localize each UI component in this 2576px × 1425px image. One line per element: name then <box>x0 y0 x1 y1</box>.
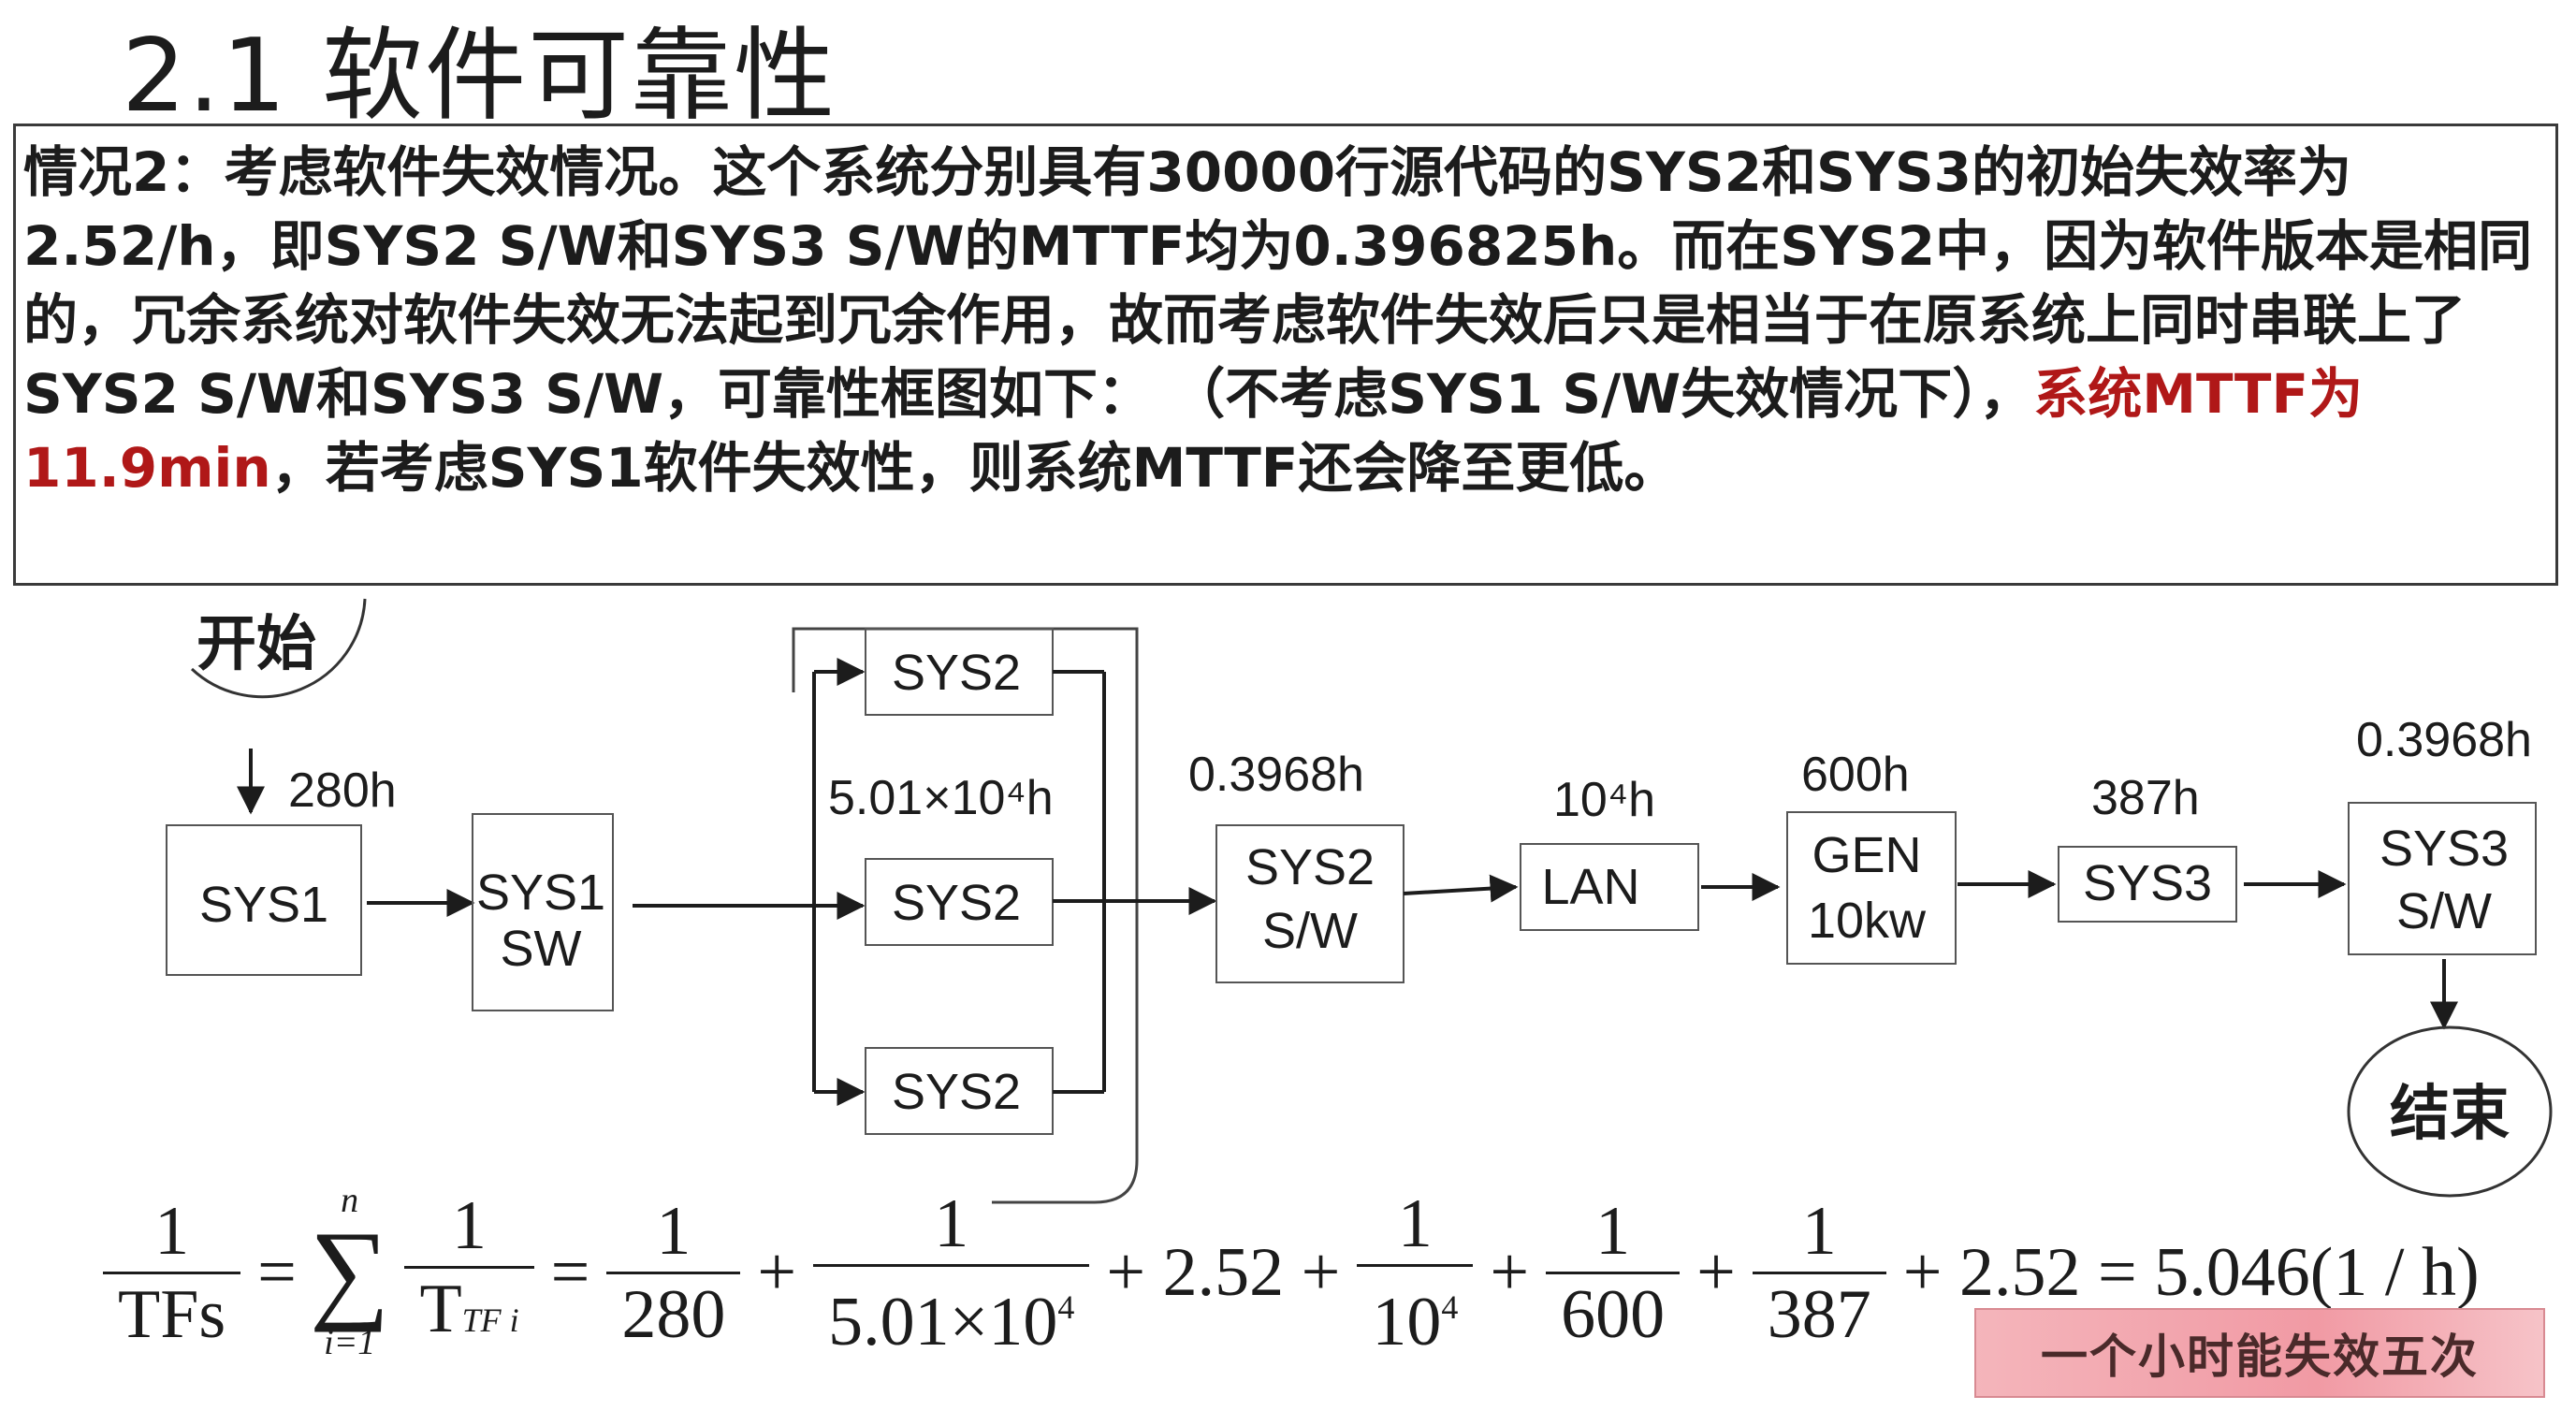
f2-den-base: 5.01×10 <box>828 1283 1058 1360</box>
arrow-to-lan <box>1403 874 1519 903</box>
description-text-end: ，若考虑SYS1软件失效性，则系统MTTF还会降至更低。 <box>270 436 1679 500</box>
gen-block <box>1786 811 1957 965</box>
f5-denominator: 387 <box>1752 1271 1886 1355</box>
sys3sw-mttf: 0.3968h <box>2356 713 2532 767</box>
sys2-mid-label: SYS2 <box>892 875 1021 931</box>
f3-denominator: 104 <box>1357 1263 1474 1362</box>
sys2-mttf: 5.01×10⁴h <box>828 771 1054 825</box>
f2-numerator: 1 <box>934 1185 969 1262</box>
plus-2: + <box>1490 1233 1530 1311</box>
lhs-fraction: 1 TFs <box>103 1191 241 1355</box>
f1-numerator: 1 <box>656 1192 691 1270</box>
sys1-sw-line1: SYS1 <box>476 865 605 921</box>
start-label: 开始 <box>196 610 316 679</box>
fraction-280: 1 280 <box>606 1191 741 1355</box>
sys1-sw-block <box>472 813 614 1011</box>
f2-den-exp: 4 <box>1057 1287 1075 1326</box>
sys3sw-line2: S/W <box>2396 883 2492 939</box>
sys2sw-line1: SYS2 <box>1245 839 1375 895</box>
f2-denominator: 5.01×104 <box>813 1263 1090 1362</box>
lhs-denominator: TFs <box>103 1271 241 1355</box>
gen-line2: 10kw <box>1808 893 1927 949</box>
sys1-sw-line2: SW <box>501 921 582 977</box>
lan-label: LAN <box>1541 859 1639 915</box>
f4-denominator: 600 <box>1546 1271 1681 1355</box>
term-numerator: 1 <box>452 1186 488 1264</box>
page-title: 2.1 软件可靠性 <box>122 18 837 135</box>
sys1-label: SYS1 <box>199 877 328 933</box>
fraction-1e4: 1 104 <box>1357 1184 1474 1362</box>
sigma-symbol: ∑ <box>309 1208 390 1332</box>
sys1-block <box>166 824 362 976</box>
term-denominator: TTF i <box>404 1265 534 1360</box>
sys3sw-line1: SYS3 <box>2380 821 2509 877</box>
sum-upper: n <box>341 1181 359 1220</box>
lan-mttf: 10⁴h <box>1553 773 1655 827</box>
fraction-5e4: 1 5.01×104 <box>813 1184 1090 1362</box>
sys2sw-block <box>1215 824 1404 983</box>
highlighted-mttf: 系统MTTF为11.9min <box>23 362 2364 500</box>
lan-block <box>1520 843 1699 931</box>
sys3-mttf: 387h <box>2091 771 2200 825</box>
sys2sw-line2: S/W <box>1262 903 1358 959</box>
sys3-label: SYS3 <box>2083 855 2212 911</box>
sys2sw-mttf: 0.3968h <box>1188 748 1364 802</box>
f3-den-base: 10 <box>1372 1283 1442 1360</box>
plus-1: + <box>757 1233 797 1311</box>
mttf-formula: 1 TFs = n ∑ i=1 1 TTF i = 1 280 + 1 5.01… <box>94 1160 2487 1385</box>
lhs-numerator: 1 <box>154 1192 190 1270</box>
equals-1: = <box>257 1233 297 1311</box>
f3-numerator: 1 <box>1397 1185 1433 1262</box>
parallel-group-bracket <box>792 627 1139 1204</box>
formula-tail: + 2.52 = 5.046(1 / h) <box>1902 1233 2480 1311</box>
end-circle <box>2347 1025 2553 1198</box>
gen-line1: GEN <box>1812 827 1921 883</box>
term-den-base: T <box>419 1270 462 1347</box>
term-fraction: 1 TTF i <box>404 1185 534 1360</box>
f3-den-exp: 4 <box>1441 1287 1459 1326</box>
start-circle <box>190 598 367 699</box>
term-den-sub: TF i <box>461 1301 519 1339</box>
description-box: 情况2：考虑软件失效情况。这个系统分别具有30000行源代码的SYS2和SYS3… <box>13 124 2558 586</box>
f4-numerator: 1 <box>1595 1192 1631 1270</box>
fraction-600: 1 600 <box>1546 1191 1681 1355</box>
f5-numerator: 1 <box>1801 1192 1837 1270</box>
summation: n ∑ i=1 <box>310 1182 390 1363</box>
sys2-top-label: SYS2 <box>892 645 1021 701</box>
end-label: 结束 <box>2390 1080 2510 1149</box>
plus-3: + <box>1696 1233 1736 1311</box>
sys1-mttf: 280h <box>288 763 397 818</box>
sum-lower: i=1 <box>324 1323 376 1362</box>
gen-mttf: 600h <box>1801 748 1910 802</box>
description-paragraph: 情况2：考虑软件失效情况。这个系统分别具有30000行源代码的SYS2和SYS3… <box>23 136 2548 505</box>
description-text: 情况2：考虑软件失效情况。这个系统分别具有30000行源代码的SYS2和SYS3… <box>23 140 2533 426</box>
sys3sw-block <box>2348 802 2537 955</box>
plus-252-a: + 2.52 + <box>1106 1233 1341 1311</box>
sys2-bot-label: SYS2 <box>892 1064 1021 1120</box>
sys3-block <box>2058 846 2237 923</box>
f1-denominator: 280 <box>606 1271 741 1355</box>
caption-badge: 一个小时能失效五次 <box>1974 1308 2545 1398</box>
fraction-387: 1 387 <box>1752 1191 1886 1355</box>
equals-2: = <box>550 1233 590 1311</box>
